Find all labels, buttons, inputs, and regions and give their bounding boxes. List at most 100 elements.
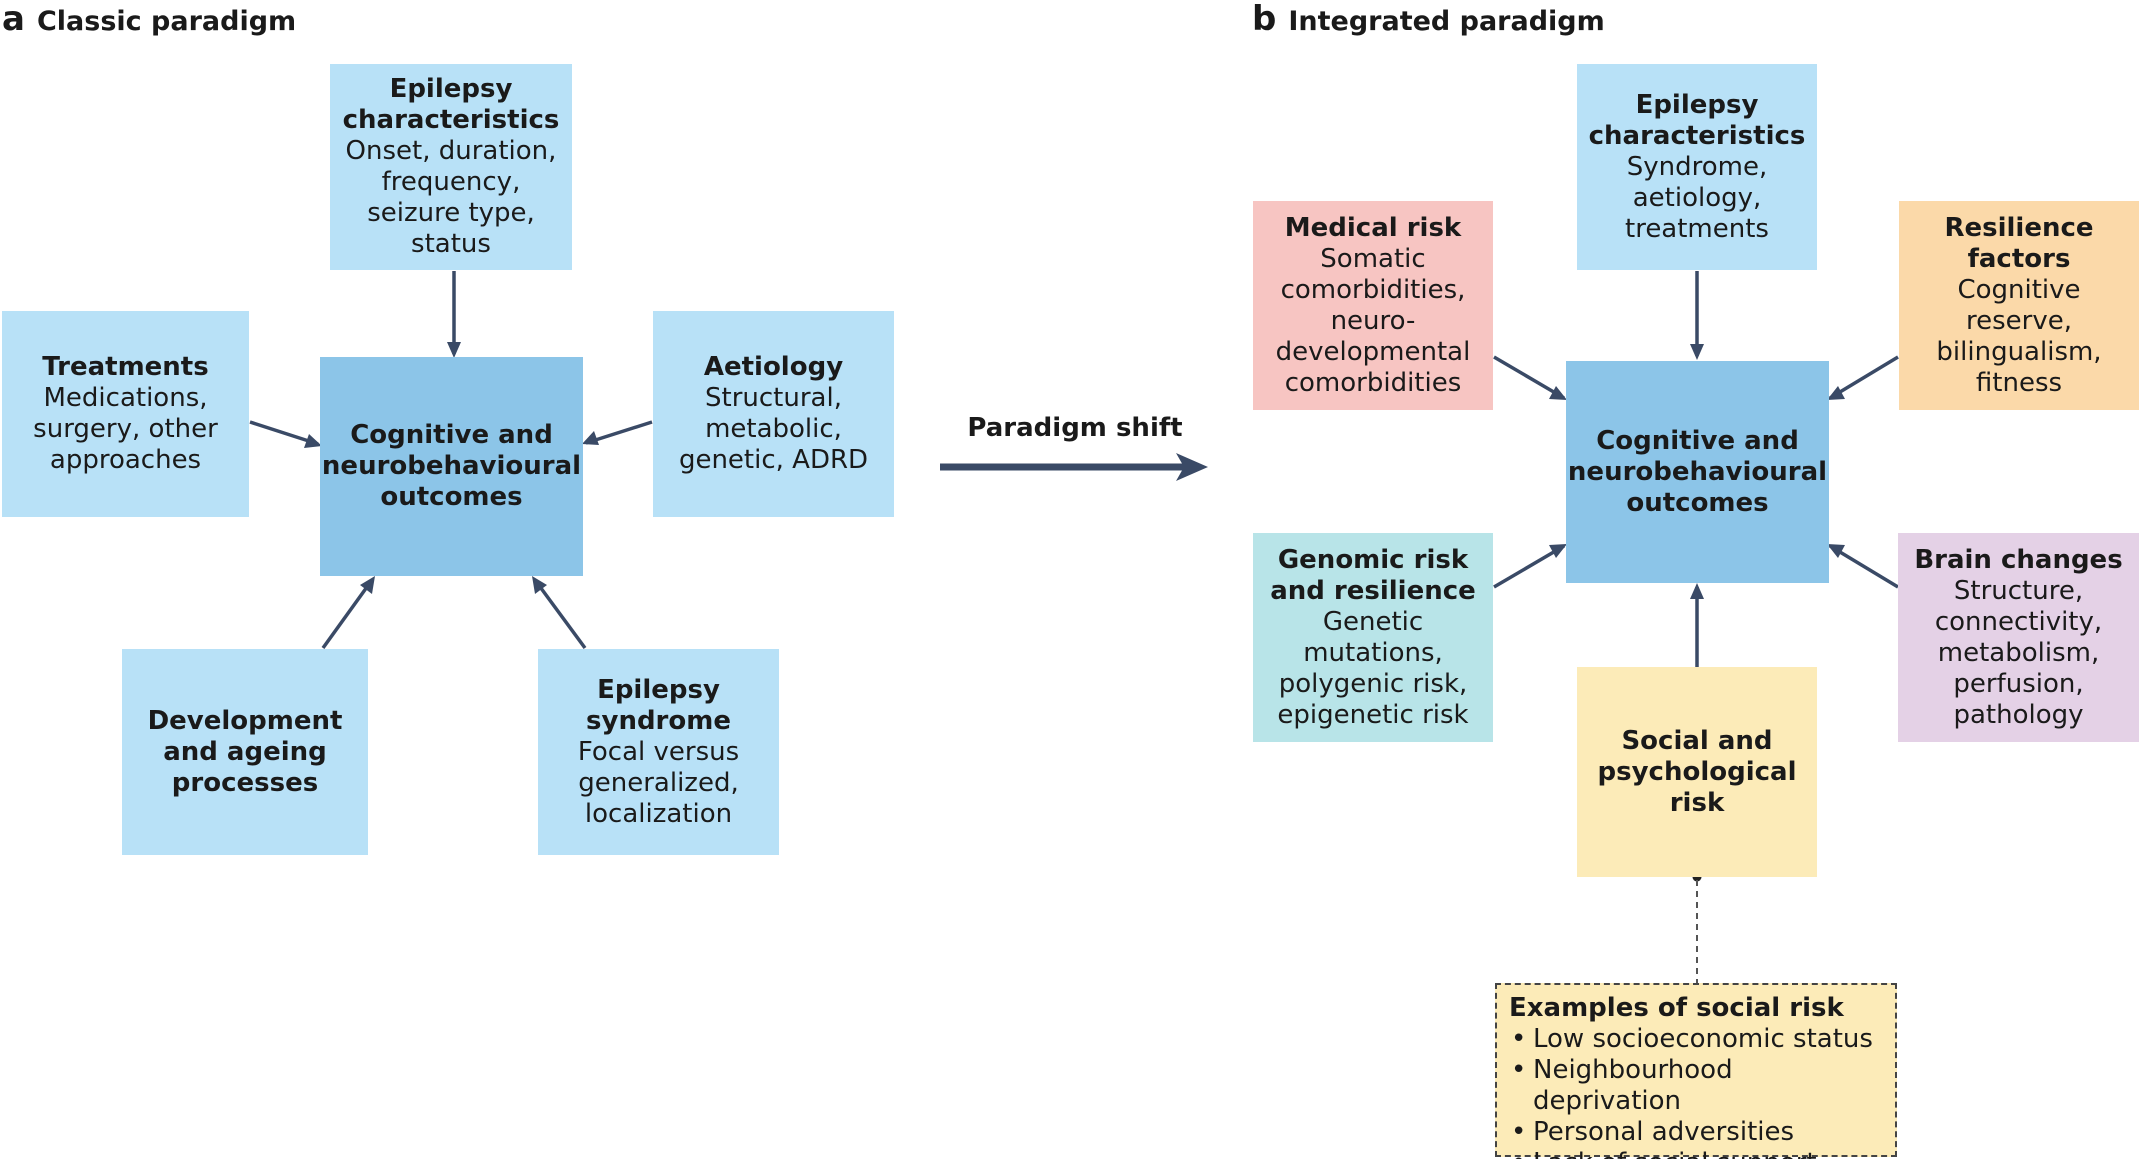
examples-item: Neighbourhood deprivation [1509,1055,1885,1117]
box-body-line: comorbidities [1284,367,1462,398]
box-title-line: Brain changes [1914,544,2123,575]
box-title-line: Resilience [1944,212,2094,243]
arrow-b-medical [1493,355,1565,400]
paradigm-shift-label: Paradigm shift [967,413,1183,443]
panel-a-title: a Classic paradigm [2,0,296,38]
arrow-b-resilience [1829,355,1899,400]
box-body-line: epigenetic risk [1277,699,1469,730]
box-title-line: Social and [1621,725,1773,756]
box-title-line: risk [1669,787,1725,818]
examples-list: Low socioeconomic status Neighbourhood d… [1509,1024,1885,1159]
examples-item: Lack of social support [1509,1148,1885,1159]
panel-a-title-text: Classic paradigm [36,6,297,37]
box-body-line: reserve, [1966,305,2072,336]
box-body-line: Onset, duration, [345,136,557,166]
arrowhead [360,576,375,594]
box-body-line: surgery, other [33,414,218,444]
box-title-line: Cognitive and [350,420,553,450]
box-title-line: Cognitive and [1596,425,1799,456]
box-title-line: Epilepsy [597,674,720,705]
arrow-b-genomic [1493,544,1565,589]
box-title-line: outcomes [1626,487,1769,518]
box-title-line: processes [171,767,319,798]
examples-of-social-risk-box: Examples of social risk Low socioeconomi… [1495,983,1897,1159]
box-title-line: Genomic risk [1277,544,1469,575]
box-body-line: treatments [1625,213,1769,244]
box-title-line: neurobehavioural [321,451,582,481]
box-title-line: and ageing [163,736,327,767]
arrowhead [1690,344,1704,360]
box-title-line: outcomes [380,482,523,512]
box-body-line: approaches [49,445,202,475]
box-title-line: Epilepsy [1635,89,1759,120]
arrowhead [1549,386,1567,400]
arrow-b-brain [1829,544,1899,589]
box-body-line: Cognitive [1957,274,2081,305]
box-body-line: Structural, [705,383,842,413]
arrowhead [1827,386,1845,400]
box-body-line: metabolic, [705,414,842,444]
examples-item: Personal adversities [1509,1117,1885,1148]
arrowhead [532,576,547,594]
panel-b-letter: b [1252,0,1277,39]
box-body-line: connectivity, [1934,606,2103,637]
panel-b-title: b Integrated paradigm [1252,0,1605,38]
box-title-line: Medical risk [1284,212,1462,243]
box-title-line: and resilience [1270,575,1476,606]
box-body-line: frequency, [381,167,521,197]
arrowhead [1690,583,1704,599]
box-title-line: characteristics [1588,120,1806,151]
box-title-line: Aetiology [703,352,844,382]
arrowhead [1827,544,1845,558]
box-body-line: seizure type, [367,198,535,228]
box-body-line: bilingualism, [1936,336,2102,367]
box-body-line: generalized, [578,767,739,798]
box-title-line: factors [1967,243,2071,274]
box-title-line: Treatments [42,352,209,382]
panel-b-title-text: Integrated paradigm [1288,6,1605,37]
box-body-line: metabolism, [1937,637,2100,668]
box-body-line: Focal versus [577,736,740,767]
box-body-line: perfusion, [1953,668,2084,699]
arrowhead [582,431,599,445]
box-body-line: fitness [1975,367,2063,398]
box-title-line: Development [147,705,343,736]
arrowhead [304,434,322,448]
box-body-line: comorbidities, [1280,274,1466,305]
arrow-a-treatments [249,420,319,446]
box-body-line: Syndrome, [1626,151,1768,182]
box-body-line: Somatic [1320,243,1426,274]
box-body-line: localization [584,798,733,829]
arrowhead [447,342,461,358]
box-body-line: Medications, [43,383,208,413]
panel-a-letter: a [2,0,25,39]
box-body-line: pathology [1953,699,2084,730]
box-title-line: neurobehavioural [1567,456,1828,487]
box-title-line: syndrome [586,705,731,736]
paradigm-shift-arrowhead [1176,453,1208,481]
box-title-line: psychological [1597,756,1797,787]
arrow-a-development [321,578,374,650]
box-body-line: status [411,229,491,259]
arrow-a-syndrome [533,578,587,650]
examples-item: Low socioeconomic status [1509,1024,1885,1055]
box-title-line: characteristics [342,105,560,135]
box-body-line: Genetic [1322,606,1424,637]
box-body-line: developmental [1275,336,1471,367]
box-body-line: aetiology, [1632,182,1762,213]
